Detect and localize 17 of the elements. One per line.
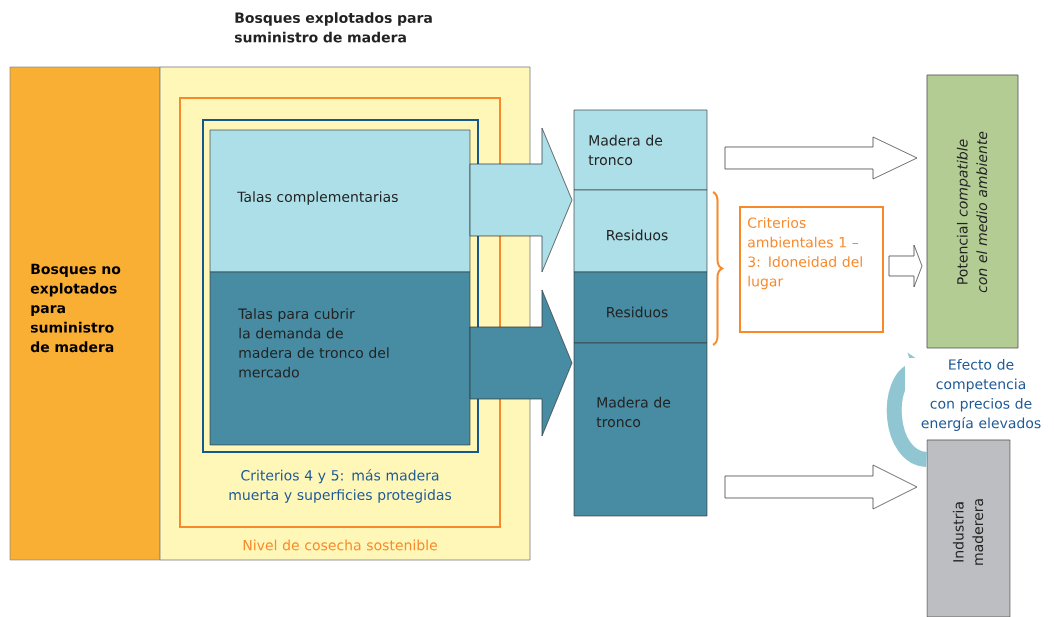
block-arrow (469, 127, 573, 273)
block-arrow (469, 289, 573, 437)
node-label: Nivel de cosecha sostenible (243, 539, 437, 551)
edge-label: Efecto de competencia con precios de energía elevados (905, 357, 1054, 432)
wood-segment: Residuos (573, 189, 708, 273)
outline-arrow (888, 244, 923, 288)
felling-box: Talas complementarias (209, 129, 471, 273)
wood-segment: Madera de tronco (573, 109, 708, 191)
node-label: Criterios 4 y 5: más madera muerta y superficies protegidas (229, 469, 452, 503)
criteria-box: Criterios ambientales 1 – 3: Idoneidad del lugar (739, 206, 884, 333)
outline-arrow (724, 464, 918, 510)
outline-arrow (724, 136, 918, 180)
wood-segment: Residuos (573, 271, 708, 344)
forest-box: Bosques no explotados para suministro de madera (9, 66, 161, 561)
node-label: Bosques explotados para suministro de madera (234, 12, 432, 43)
industry-bar: Industria maderera (926, 439, 1011, 617)
felling-box: Talas para cubrir la demanda de madera de tronco del mercado (209, 271, 471, 446)
